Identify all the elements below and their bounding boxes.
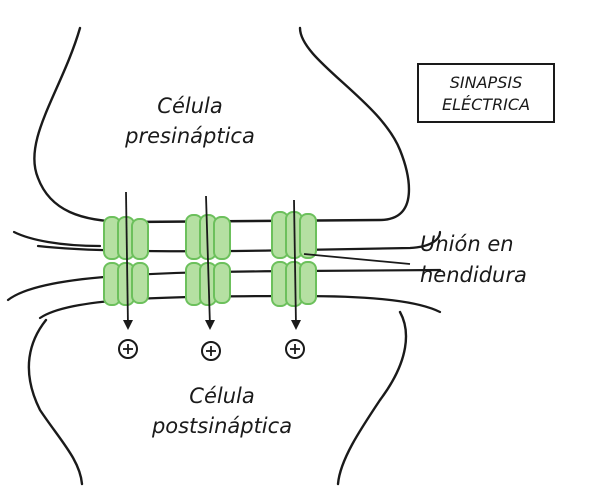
- title-box: [417, 63, 555, 123]
- presynaptic-membrane-inner: [36, 230, 442, 253]
- presynaptic-membrane-outer: [12, 230, 102, 248]
- postsynaptic-cell-outline: [27, 318, 84, 486]
- junction-label-line-1: Unión en: [420, 232, 514, 256]
- positive-ion: [285, 339, 305, 359]
- postsynaptic-label-line-1: Célula: [189, 384, 254, 408]
- junction-leader-line: [303, 253, 411, 265]
- junction-label-line-2: hendidura: [420, 263, 527, 287]
- ion-flow-arrow: [123, 191, 133, 330]
- postsynaptic-membrane-inner: [38, 294, 442, 320]
- postsynaptic-label-line-2: postsináptica: [151, 414, 292, 438]
- ion-flow-arrow: [205, 195, 215, 330]
- positive-ion: [118, 339, 138, 359]
- presynaptic-cell-outline: [33, 26, 411, 224]
- title-line-1: SINAPSIS: [450, 73, 522, 92]
- title-line-2: ELÉCTRICA: [442, 95, 530, 114]
- presynaptic-label-line-1: Célula: [157, 94, 222, 118]
- presynaptic-label-line-2: presináptica: [124, 124, 255, 148]
- positive-ion: [201, 341, 221, 361]
- postsynaptic-cell-outline-right: [336, 310, 408, 486]
- ion-flow-arrow: [291, 199, 301, 330]
